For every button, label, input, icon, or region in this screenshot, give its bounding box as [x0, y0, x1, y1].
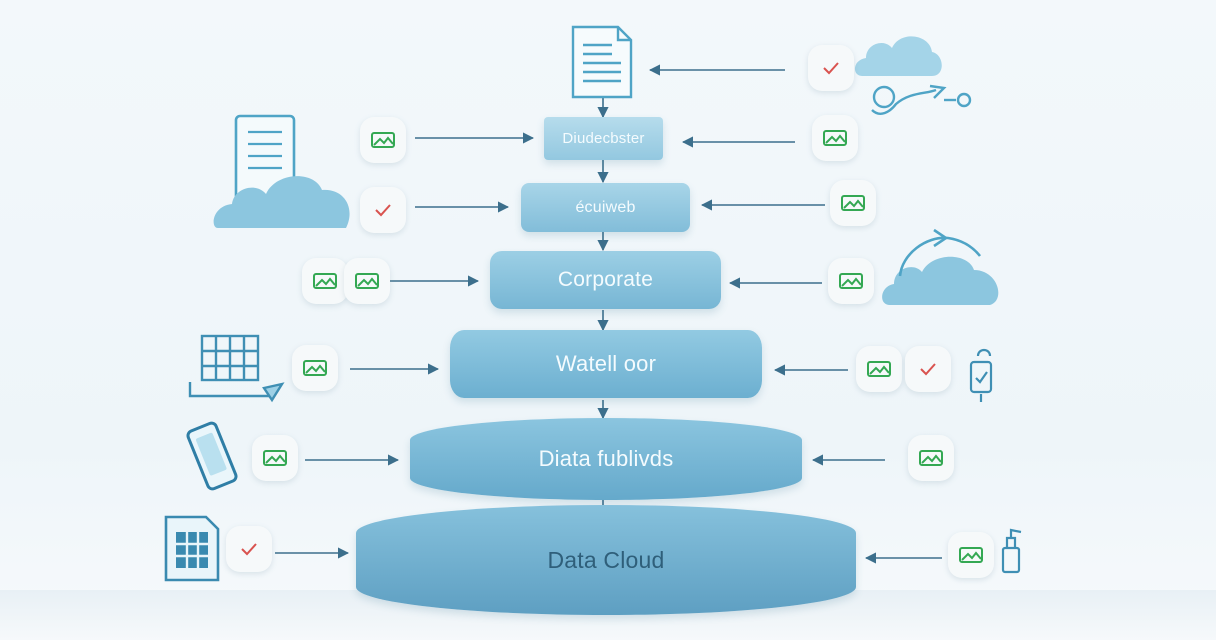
- chip-image-icon: [360, 117, 406, 163]
- mobile-icon: [969, 348, 993, 402]
- chip-checkmark-icon: [226, 526, 272, 572]
- chip-image-icon: [344, 258, 390, 304]
- bottle-icon: [1001, 528, 1022, 574]
- tier-3-label: Corporate: [557, 268, 654, 291]
- tablet-icon: [186, 421, 238, 491]
- chip-image-icon: [948, 532, 994, 578]
- chip-image-icon: [252, 435, 298, 481]
- chip-checkmark-icon: [360, 187, 406, 233]
- chip-image-icon: [812, 115, 858, 161]
- tier-6: Data Cloud: [356, 505, 856, 615]
- chip-image-icon: [292, 345, 338, 391]
- tier-1: Diudecbster: [544, 117, 663, 160]
- tier-4: Watell oor: [450, 330, 762, 398]
- document-icon: [571, 25, 633, 99]
- tier-5: Diata fublivds: [410, 418, 802, 500]
- tier-3: Corporate: [490, 251, 721, 309]
- chip-image-icon: [856, 346, 902, 392]
- horizontal-arrows: [275, 64, 942, 564]
- chip-image-icon: [830, 180, 876, 226]
- chip-image-icon: [908, 435, 954, 481]
- cloud-icon: [854, 36, 942, 76]
- tier-2: écuiweb: [521, 183, 690, 232]
- cloud-sync-icon: [882, 228, 999, 305]
- tier-4-label: Watell oor: [555, 351, 657, 376]
- chip-image-icon: [828, 258, 874, 304]
- chip-checkmark-icon: [808, 45, 854, 91]
- tier-5-label: Diata fublivds: [538, 446, 674, 471]
- table-icon: [164, 515, 220, 582]
- chip-checkmark-icon: [905, 346, 951, 392]
- chip-image-icon: [302, 258, 348, 304]
- spreadsheet-grid-icon: [188, 334, 285, 403]
- server-cloud-icon: [213, 114, 350, 228]
- link-icon: [871, 84, 972, 115]
- tier-6-label: Data Cloud: [547, 546, 665, 573]
- tier-2-label: écuiweb: [575, 198, 636, 216]
- tier-1-label: Diudecbster: [562, 130, 645, 147]
